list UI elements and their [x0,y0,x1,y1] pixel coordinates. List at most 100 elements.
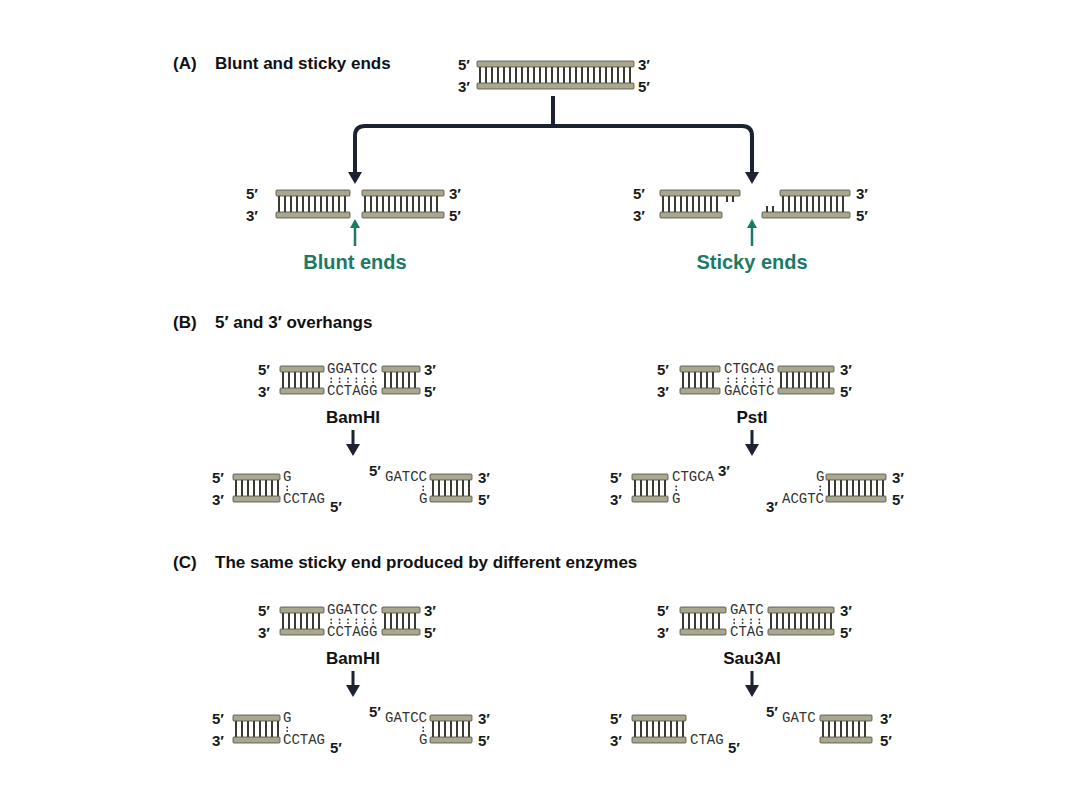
base-pair [830,613,832,629]
hydrogen-bond [759,622,761,624]
base-pair [806,196,808,212]
base-pair [812,196,814,212]
base-pair [259,480,261,496]
label-text: 3′ [258,624,270,641]
base-pair [491,67,493,83]
base-pair [312,372,314,388]
base-pair [396,613,398,629]
base-pair [806,613,808,629]
dna-strand [680,607,726,613]
strand-end-label: 3′ [657,383,669,400]
dna-strand [382,366,420,372]
label-text: GATC [730,602,764,618]
label-text: CTGCAG [724,361,774,377]
base-pair [468,480,470,496]
dna-strand [280,388,324,394]
label-text: 3′ [478,469,490,486]
label-text: 5′ [212,469,224,486]
base-pair [782,613,784,629]
base-sequence: G [816,469,824,485]
label-text: CCTAGG [327,383,377,399]
base-pair [824,613,826,629]
base-pair [390,613,392,629]
hydrogen-bond [742,622,744,624]
dna-strand [680,366,720,372]
strand-end-label: 5′ [258,602,270,619]
base-pair [858,721,860,737]
base-pair [408,372,410,388]
base-pair [418,196,420,212]
base-pair [551,67,553,83]
base-pair [318,372,320,388]
base-pair [462,721,464,737]
base-pair [308,196,310,212]
base-pair [318,613,320,629]
arrow-shaft [751,671,754,687]
hydrogen-bond [286,486,288,488]
strand-end-label: 3′ [246,207,258,224]
dna-strand [276,212,350,218]
label-text: 3′ [880,710,892,727]
label-text: (B) [173,313,197,332]
base-pair [497,67,499,83]
base-pair [794,613,796,629]
base-pair [788,613,790,629]
hydrogen-bond [356,381,358,383]
base-pair [382,196,384,212]
base-pair [278,196,280,212]
dna-strand [826,496,886,502]
enzyme-name: PstI [736,408,767,428]
label-text: 5′ [330,739,342,756]
base-pair [277,480,279,496]
base-pair [312,613,314,629]
label-text: 3′ [424,361,436,378]
dna-strand [632,715,686,721]
label-text: 5′ [633,185,645,202]
base-pair [424,196,426,212]
base-pair [569,67,571,83]
base-pair [670,721,672,737]
strand-end-label: 5′ [840,624,852,641]
base-pair [792,372,794,388]
label-text: 5′ [330,498,342,515]
label-text: 5′ [840,624,852,641]
base-pair [241,721,243,737]
base-sequence: CTGCA [672,469,714,485]
base-pair [658,480,660,496]
label-text: G [419,491,427,507]
dna-strand [768,629,834,635]
base-pair [438,721,440,737]
base-sequence: GATCC [385,469,427,485]
hydrogen-bond [744,378,746,380]
base-pair [710,196,712,212]
dna-strand [233,737,280,743]
strand-end-label: 3′ [657,624,669,641]
base-pair [332,196,334,212]
base-sequence: GATC [730,602,764,618]
label-text: BamHI [326,649,380,668]
strand-end-label: 3′ [610,732,622,749]
arrow-shaft [352,671,355,687]
base-pair [376,196,378,212]
base-pair [828,480,830,496]
label-text: 3′ [766,498,778,515]
base-sequence: CCTAG [283,491,325,507]
strand-end-label: 5′ [657,361,669,378]
label-text: GATC [782,710,816,726]
base-pair [688,613,690,629]
hydrogen-bond [742,619,744,621]
hydrogen-bond [750,619,752,621]
hydrogen-bond [364,378,366,380]
dna-strand [632,474,668,480]
dna-strand [660,212,722,218]
label-text: 3′ [657,624,669,641]
base-pair [259,721,261,737]
base-pair [406,196,408,212]
dna-strand [826,474,886,480]
dna-strand [382,629,420,635]
base-sequence: CCTAGG [327,383,377,399]
hydrogen-bond [330,378,332,380]
strand-end-label: 5′ [657,602,669,619]
